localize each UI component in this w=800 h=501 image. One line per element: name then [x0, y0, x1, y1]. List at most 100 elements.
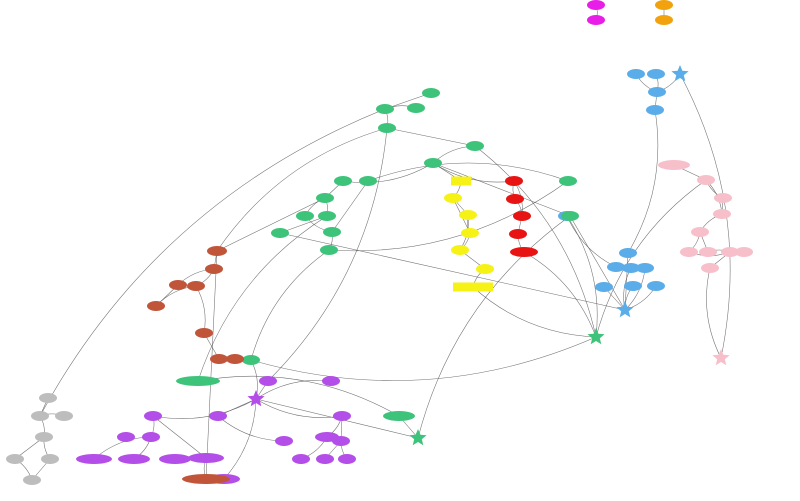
node-green-g15[interactable] — [559, 176, 577, 186]
node-brown-br2[interactable] — [205, 264, 223, 274]
node-blue-b14[interactable] — [616, 301, 634, 318]
node-purple-u8[interactable] — [117, 432, 135, 442]
node-red-r1[interactable] — [505, 176, 523, 186]
node-purple-u1[interactable] — [259, 376, 277, 386]
node-blue-b12[interactable] — [624, 281, 642, 291]
node-brown-br6[interactable] — [195, 328, 213, 338]
node-purple-u18[interactable] — [338, 454, 356, 464]
node-orange-o2[interactable] — [655, 15, 673, 25]
edge-p9-p11 — [706, 267, 722, 359]
node-pink-p9[interactable] — [701, 263, 719, 273]
node-pink-p10[interactable] — [735, 247, 753, 257]
node-purple-u2[interactable] — [322, 376, 340, 386]
node-green-g9[interactable] — [296, 211, 314, 221]
node-blue-b13[interactable] — [647, 281, 665, 291]
node-green-g13[interactable] — [320, 245, 338, 255]
node-blue-b6[interactable] — [619, 248, 637, 258]
node-purple-u15[interactable] — [159, 454, 191, 464]
node-green-g6[interactable] — [424, 158, 442, 168]
node-green-g18[interactable] — [176, 376, 220, 386]
node-blue-b9[interactable] — [622, 263, 640, 273]
node-magenta-m2[interactable] — [587, 15, 605, 25]
node-purple-u7[interactable] — [142, 432, 160, 442]
node-gray-x1[interactable] — [39, 393, 57, 403]
node-green-g5[interactable] — [466, 141, 484, 151]
edge-u4-u9 — [152, 415, 207, 459]
node-green-g11[interactable] — [271, 228, 289, 238]
edge-g4-g5 — [386, 127, 476, 147]
node-gray-x3[interactable] — [55, 411, 73, 421]
node-pink-p7[interactable] — [699, 247, 717, 257]
node-blue-b5[interactable] — [646, 105, 664, 115]
node-green-g8[interactable] — [316, 193, 334, 203]
node-green-g4[interactable] — [378, 123, 396, 133]
node-green-g19[interactable] — [383, 411, 415, 421]
node-green-g12[interactable] — [323, 227, 341, 237]
node-green-g1[interactable] — [422, 88, 440, 98]
node-blue-b1[interactable] — [627, 69, 645, 79]
node-pink-p5[interactable] — [691, 227, 709, 237]
node-yellow-y4[interactable] — [461, 228, 479, 238]
node-pink-p4[interactable] — [713, 209, 731, 219]
node-gray-x7[interactable] — [23, 475, 41, 485]
node-yellow-y7[interactable] — [453, 282, 493, 292]
node-purple-u9[interactable] — [188, 453, 224, 463]
node-blue-b4[interactable] — [671, 65, 689, 82]
node-gray-x6[interactable] — [41, 454, 59, 464]
node-green-g3[interactable] — [407, 103, 425, 113]
node-purple-u6[interactable] — [333, 411, 351, 421]
node-blue-b2[interactable] — [647, 69, 665, 79]
node-brown-u20[interactable] — [182, 474, 230, 484]
node-green-g16[interactable] — [561, 211, 579, 221]
node-yellow-y6[interactable] — [476, 264, 494, 274]
node-orange-o1[interactable] — [655, 0, 673, 10]
node-purple-u16[interactable] — [292, 454, 310, 464]
node-green-g14[interactable] — [359, 176, 377, 186]
node-green-g2[interactable] — [376, 104, 394, 114]
node-purple-u10[interactable] — [275, 436, 293, 446]
node-green-g21[interactable] — [409, 429, 427, 446]
node-yellow-y5[interactable] — [451, 245, 469, 255]
node-blue-b3[interactable] — [648, 87, 666, 97]
node-pink-p2[interactable] — [697, 175, 715, 185]
node-brown-br5[interactable] — [147, 301, 165, 311]
node-purple-u12[interactable] — [332, 436, 350, 446]
node-magenta-m1[interactable] — [587, 0, 605, 10]
node-blue-b8[interactable] — [607, 262, 625, 272]
node-brown-br4[interactable] — [187, 281, 205, 291]
node-pink-p6[interactable] — [680, 247, 698, 257]
node-pink-p8[interactable] — [721, 247, 739, 257]
node-red-r3[interactable] — [513, 211, 531, 221]
node-green-g17[interactable] — [242, 355, 260, 365]
node-gray-x5[interactable] — [6, 454, 24, 464]
node-pink-p3[interactable] — [714, 193, 732, 203]
node-brown-br1[interactable] — [207, 246, 227, 256]
node-gray-x4[interactable] — [35, 432, 53, 442]
node-yellow-y1[interactable] — [451, 176, 471, 186]
node-blue-b11[interactable] — [595, 282, 613, 292]
node-brown-br7[interactable] — [210, 354, 228, 364]
edge-br1-u20 — [205, 250, 218, 480]
node-gray-x2[interactable] — [31, 411, 49, 421]
node-yellow-y2[interactable] — [444, 193, 462, 203]
node-pink-p1[interactable] — [658, 160, 690, 170]
node-brown-br3[interactable] — [169, 280, 187, 290]
node-purple-u4[interactable] — [144, 411, 162, 421]
node-red-r2[interactable] — [506, 194, 524, 204]
node-purple-u13[interactable] — [76, 454, 112, 464]
node-purple-u17[interactable] — [316, 454, 334, 464]
node-blue-b10[interactable] — [636, 263, 654, 273]
node-yellow-y3[interactable] — [459, 210, 477, 220]
edge-r5-g20 — [523, 251, 597, 338]
node-red-r4[interactable] — [509, 229, 527, 239]
node-green-g10[interactable] — [318, 211, 336, 221]
node-red-r5[interactable] — [510, 247, 538, 257]
node-brown-br8[interactable] — [226, 354, 244, 364]
node-pink-p11[interactable] — [712, 349, 730, 366]
node-purple-u5[interactable] — [209, 411, 227, 421]
node-green-g20[interactable] — [587, 328, 605, 345]
node-purple-u3[interactable] — [247, 390, 265, 407]
node-green-g7[interactable] — [334, 176, 352, 186]
node-purple-u14[interactable] — [118, 454, 150, 464]
edge-g11-b14 — [279, 232, 626, 311]
